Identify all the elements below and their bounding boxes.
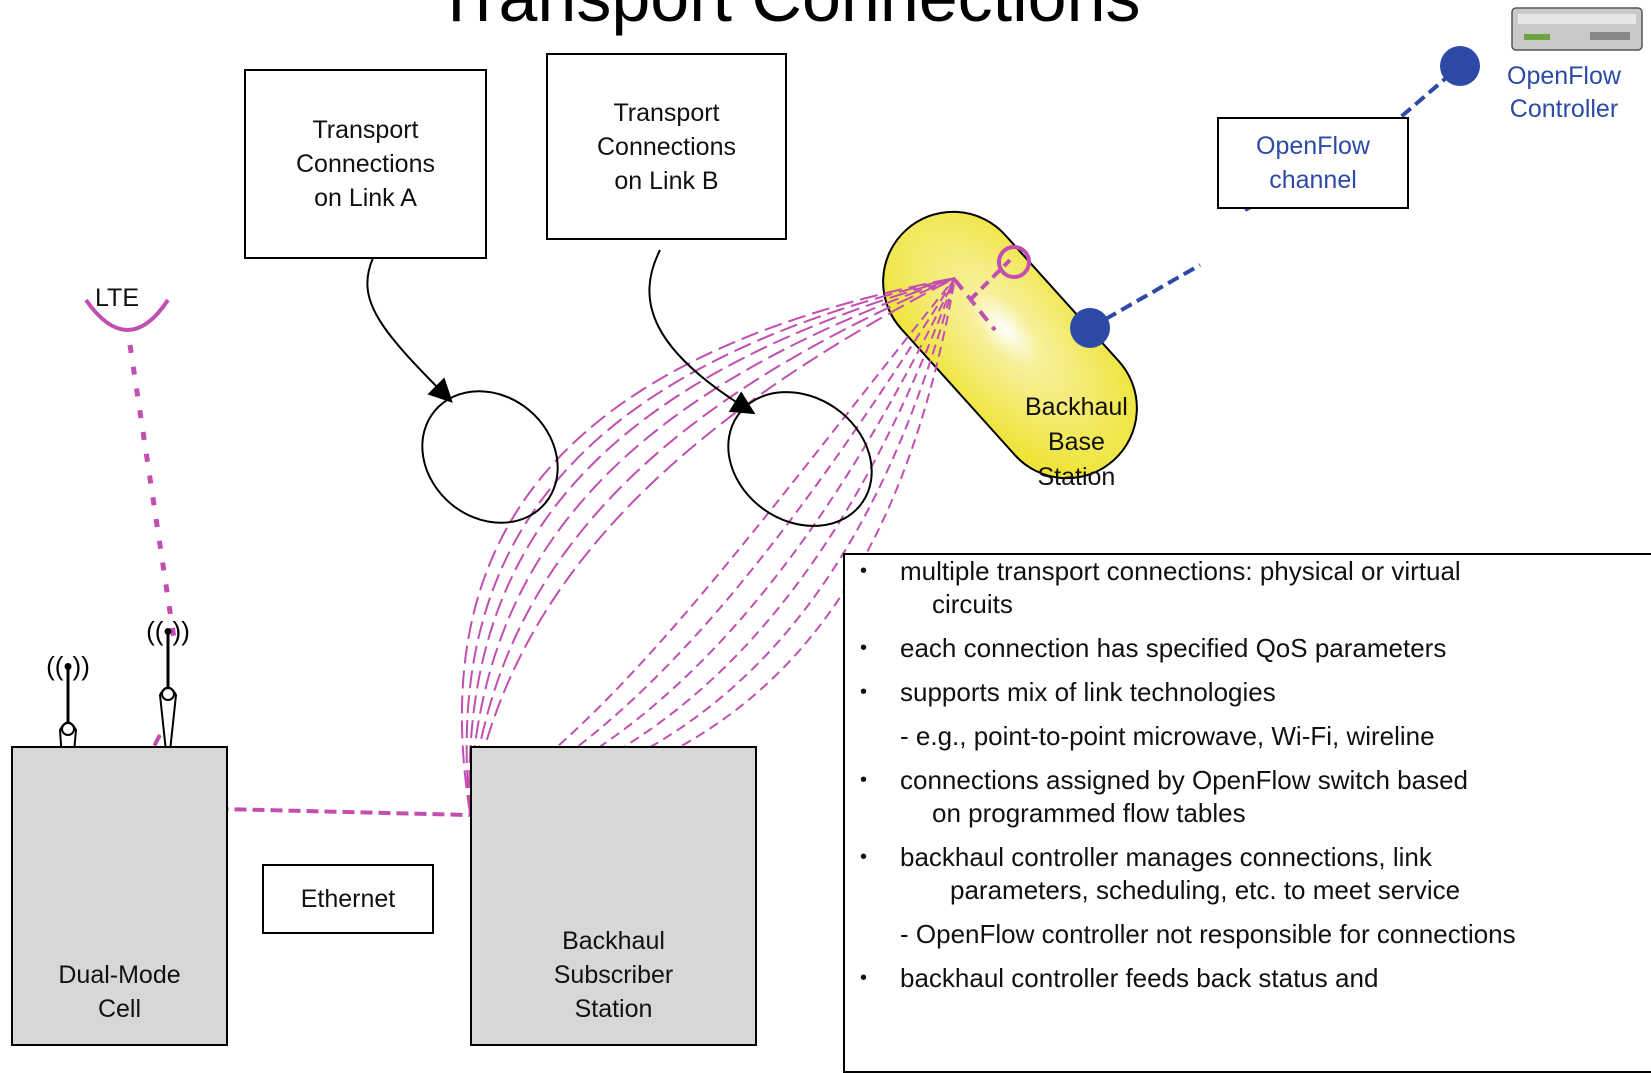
lte-antenna-icon: ((•)) [146,616,190,771]
lte-label: LTE [95,284,139,312]
base-station-label: Backhaul Base Station [1025,393,1128,491]
bullet-sub-item: - e.g., point-to-point microwave, Wi-Fi,… [900,721,1435,751]
bullet-item: connections assigned by OpenFlow switch … [845,764,1651,830]
subscriber-station-label: Backhaul Subscriber Station [553,927,674,1023]
svg-text:((•)): ((•)) [46,651,90,681]
openflow-channel-box: OpenFlow channel [1217,117,1409,209]
ethernet-box: Ethernet [262,864,434,934]
transport-connection-lines [460,277,956,814]
base-station-capsule [882,210,1138,480]
svg-text:((•)): ((•)) [146,616,190,646]
page-title: Transport Connections [435,0,1141,37]
bullet-list-panel: multiple transport connections: physical… [843,553,1651,1073]
base-station-antenna [953,245,1031,332]
link-b-arrow [648,249,756,415]
dual-mode-cell-box: Dual-Mode Cell [11,746,228,1046]
link-a-arrow [366,257,453,403]
subscriber-station-box: Backhaul Subscriber Station [470,746,757,1046]
openflow-controller-label: OpenFlow Controller [1507,62,1621,123]
bullet-sub-item: - OpenFlow controller not responsible fo… [900,919,1516,949]
dual-mode-cell-label: Dual-Mode Cell [58,961,181,1023]
link-b-box: Transport Connections on Link B [546,53,787,240]
link-a-box: Transport Connections on Link A [244,69,487,259]
bullet-item: backhaul controller manages connections,… [845,841,1651,907]
link-b-ellipse [727,391,873,527]
bullet-item: backhaul controller feeds back status an… [845,962,1651,995]
bullet-item: multiple transport connections: physical… [845,555,1651,621]
link-a-ellipse [421,390,559,524]
server-device-icon [1511,7,1643,51]
bullet-item: supports mix of link technologies [845,676,1651,709]
bullet-item: each connection has specified QoS parame… [845,632,1651,665]
diagram-canvas: ((•)) ((•)) [46,7,1643,831]
lte-link [84,298,178,646]
